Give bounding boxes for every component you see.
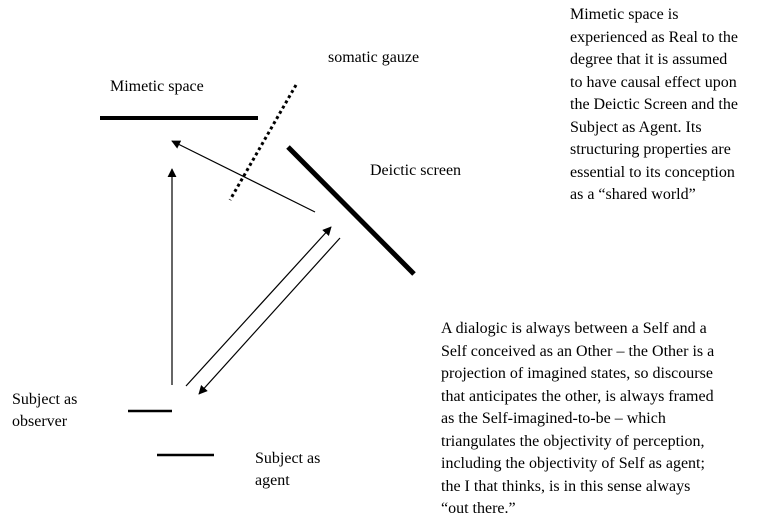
subject-observer-label: Subject as observer (12, 389, 77, 433)
arrow-deictic-to-observer (198, 237, 341, 395)
somatic-gauze-line (228, 84, 298, 201)
somatic-gauze-label: somatic gauze (328, 49, 420, 66)
note-bottom: A dialogic is always between a Self and … (441, 318, 714, 521)
note-bottom-line: A dialogic is always between a Self and … (441, 320, 707, 337)
mimetic-space-label: Mimetic space (110, 78, 204, 95)
note-top-line: to have causal effect upon (570, 73, 737, 91)
subject-observer-line-1: Subject as (12, 391, 78, 408)
note-top-line: experienced as Real to the (570, 28, 738, 46)
note-bottom-line: including the objectivity of Self as age… (441, 455, 705, 472)
note-top-line: Subject as Agent. Its (570, 118, 702, 136)
deictic-screen-bar (286, 145, 416, 276)
note-top-line: as a “shared world” (570, 186, 696, 203)
subject-observer-line-2: observer (12, 413, 68, 430)
note-bottom-line: projection of imagined states, so discou… (441, 365, 713, 382)
note-bottom-line: Self conceived as an Other – the Other i… (441, 342, 715, 360)
subject-agent-line-2: agent (255, 472, 290, 489)
subject-agent-line-1: Subject as (255, 450, 321, 467)
arrow-observer-to-deictic (185, 226, 332, 387)
note-top: Mimetic space is experienced as Real to … (570, 4, 738, 207)
note-top-line: degree that it is assumed (570, 51, 728, 68)
note-bottom-line: triangulates the objectivity of percepti… (441, 432, 705, 450)
note-bottom-line: that anticipates the other, is always fr… (441, 387, 714, 405)
subject-agent-label: Subject as agent (255, 448, 320, 492)
deictic-screen-label: Deictic screen (370, 162, 462, 179)
note-bottom-line: the I that thinks, is in this sense alwa… (441, 477, 691, 495)
note-bottom-line: “out there.” (441, 500, 516, 517)
note-top-line: essential to its conception (570, 163, 735, 181)
note-top-line: Mimetic space is (570, 6, 679, 23)
arrow-deictic-to-mimetic (171, 140, 316, 213)
note-top-line: the Deictic Screen and the (570, 96, 738, 113)
note-top-line: structuring properties are (570, 141, 731, 158)
note-bottom-line: as the Self-imagined-to-be – which (441, 410, 666, 427)
